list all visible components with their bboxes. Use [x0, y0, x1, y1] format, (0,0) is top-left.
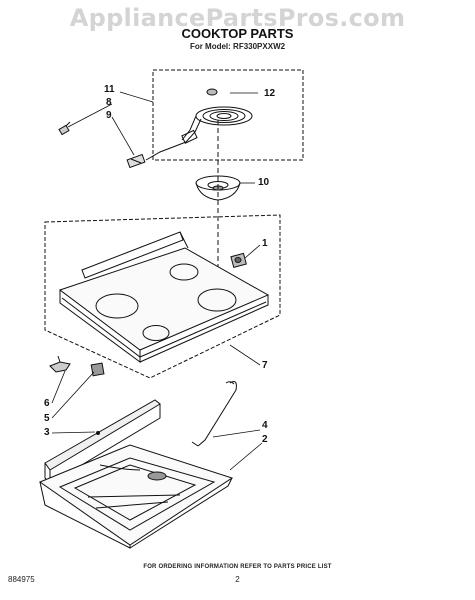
- callout-5: 5: [44, 413, 50, 424]
- callout-12: 12: [264, 88, 276, 99]
- screw-part: [58, 121, 71, 136]
- callout-3: 3: [44, 427, 50, 438]
- callout-6: 6: [44, 398, 50, 409]
- surface-element-part: [181, 88, 253, 144]
- ordering-note: FOR ORDERING INFORMATION REFER TO PARTS …: [143, 564, 332, 570]
- watermark-text: AppliancePartsPros.com: [69, 4, 406, 32]
- page-number: 2: [235, 575, 240, 584]
- element-wire: [145, 141, 187, 161]
- callout-10: 10: [258, 177, 270, 188]
- callout-9: 9: [106, 110, 112, 121]
- callout-2: 2: [262, 434, 268, 445]
- callout-1: 1: [262, 238, 268, 249]
- cooktop-group-outline: [44, 214, 281, 379]
- callout-11: 11: [104, 84, 115, 95]
- callout-7: 7: [262, 360, 268, 371]
- hinge-clip-part: [49, 355, 71, 373]
- leader-lines: [51, 91, 263, 471]
- callout-8: 8: [106, 97, 112, 108]
- spacer-part: [90, 362, 105, 377]
- model-label: For Model: RF330PXXW2: [189, 42, 286, 51]
- page-title: COOKTOP PARTS: [181, 26, 294, 41]
- cooktop-part: [58, 231, 270, 363]
- burner-box-part: [38, 444, 234, 549]
- receptacle-clip-part: [230, 252, 247, 268]
- element-group-outline: [152, 69, 304, 161]
- support-rod-part: [191, 381, 237, 447]
- terminal-block-part: [126, 153, 146, 169]
- document-code: 884975: [8, 575, 35, 584]
- callout-4: 4: [262, 420, 268, 431]
